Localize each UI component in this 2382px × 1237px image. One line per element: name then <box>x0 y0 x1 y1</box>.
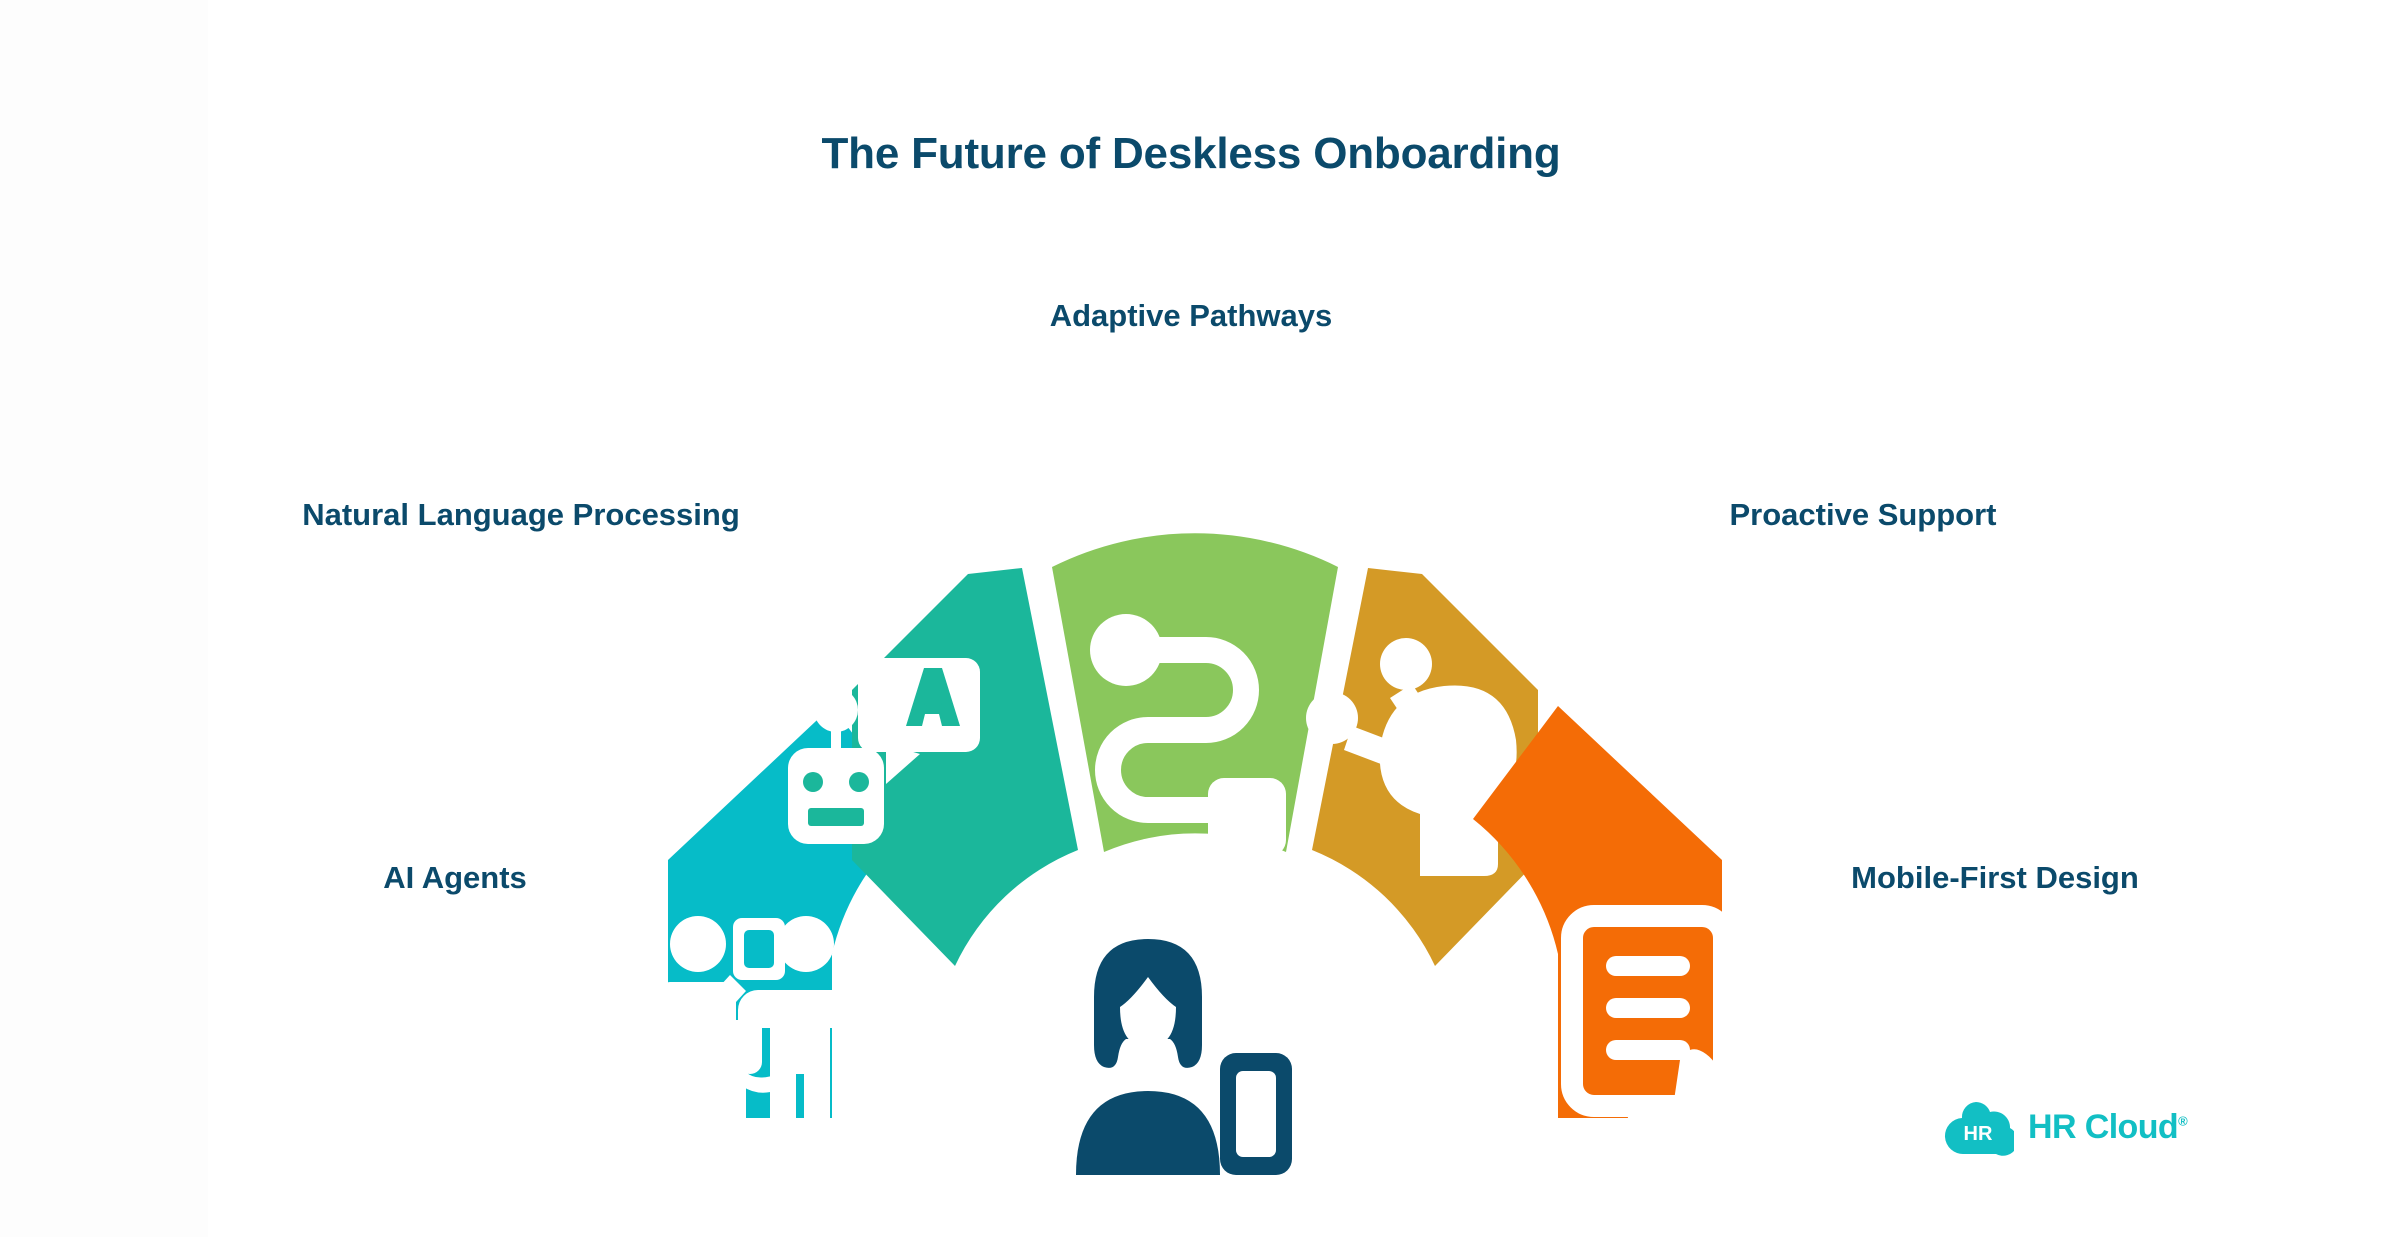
fan-segment-mobile-first-design[interactable] <box>1473 706 1735 1140</box>
chatbot-speech-bubble-icon <box>788 658 980 844</box>
cloud-icon: HR <box>1944 1098 2014 1156</box>
flow-pathway-icon <box>1090 614 1286 856</box>
brand-name: HR Cloud <box>2028 1107 2179 1146</box>
segment-label-natural-language-processing: Natural Language Processing <box>302 497 740 532</box>
fan-diagram <box>570 520 1820 1140</box>
hr-cloud-logo[interactable]: HR HR Cloud® <box>1944 1098 2188 1156</box>
fan-segment-natural-language-processing[interactable] <box>788 568 1078 966</box>
left-margin-strip <box>0 0 208 1237</box>
center-persona <box>1060 925 1300 1175</box>
person-with-mobile-phone-icon <box>1076 939 1292 1175</box>
fan-segment-proactive-support[interactable] <box>1306 568 1538 966</box>
svg-text:HR: HR <box>1964 1123 1993 1145</box>
document-hand-tap-icon <box>1561 905 1735 1140</box>
brand-wordmark: HR Cloud® <box>2028 1107 2188 1147</box>
segment-label-mobile-first-design: Mobile-First Design <box>1851 860 2139 895</box>
fan-segment-adaptive-pathways[interactable] <box>1052 533 1338 856</box>
page-title: The Future of Deskless Onboarding <box>821 129 1561 178</box>
segment-label-ai-agents: AI Agents <box>383 860 527 895</box>
reception-desk-person-icon <box>652 916 862 1140</box>
segment-label-proactive-support: Proactive Support <box>1729 497 1997 532</box>
trademark-symbol: ® <box>2178 1113 2188 1129</box>
segment-label-adaptive-pathways: Adaptive Pathways <box>1049 298 1333 333</box>
